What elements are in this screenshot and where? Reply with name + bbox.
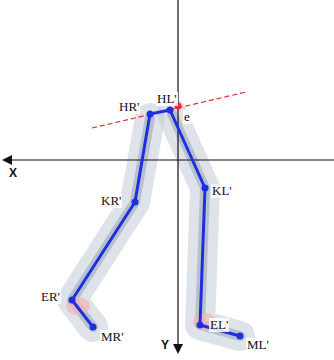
point-label: EL' xyxy=(209,318,229,332)
x-axis xyxy=(4,159,334,160)
axis-label: Y xyxy=(160,338,170,352)
y-axis xyxy=(177,0,178,352)
point-label: HL' xyxy=(156,92,178,106)
point-label: e xyxy=(183,110,191,124)
point-label: ML' xyxy=(246,338,270,352)
point-label: ER' xyxy=(40,290,61,304)
pelvis-line xyxy=(92,92,246,128)
point-label: HR' xyxy=(118,100,140,114)
point-label: MR' xyxy=(100,330,125,344)
joint-dots xyxy=(69,107,244,340)
skeleton xyxy=(72,110,240,336)
leg-shadow xyxy=(66,114,240,336)
point-label: KL' xyxy=(211,184,233,198)
point-label: KR' xyxy=(100,194,122,208)
axis-label: X xyxy=(8,166,18,180)
